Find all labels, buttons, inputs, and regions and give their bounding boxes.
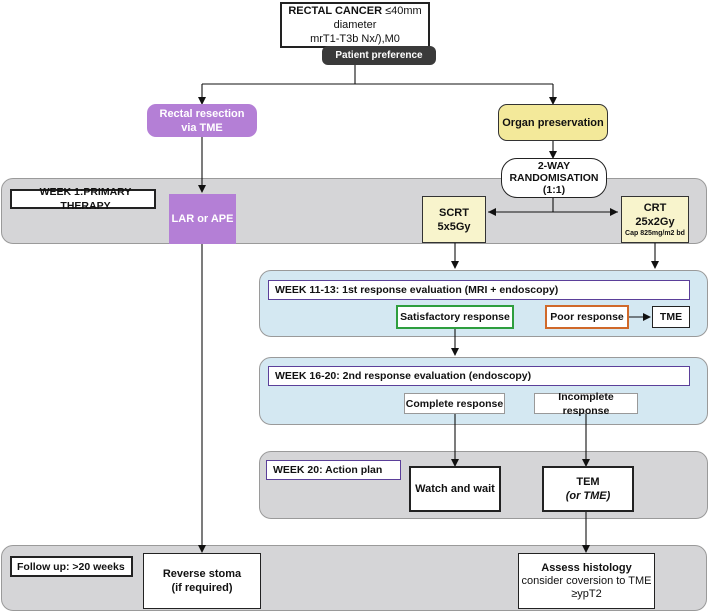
tme-box-week11: TME xyxy=(652,306,690,328)
assess-histology-box: Assess histology consider coversion to T… xyxy=(518,553,655,609)
satisfactory-response-box: Satisfactory response xyxy=(396,305,514,329)
week16-label: WEEK 16-20: 2nd response evaluation (end… xyxy=(268,366,690,386)
followup-label: Follow up: >20 weeks xyxy=(10,556,133,577)
tem-box: TEM (or TME) xyxy=(542,466,634,512)
crt-box: CRT 25x2Gy Cap 825mg/m2 bd xyxy=(621,196,689,243)
rectal-cancer-title: RECTAL CANCER ≤40mm diameter xyxy=(288,5,422,31)
complete-response-box: Complete response xyxy=(404,393,505,414)
week1-label: WEEK 1:PRIMARY THERAPY xyxy=(10,186,156,212)
week20-label: WEEK 20: Action plan xyxy=(266,460,401,480)
rectal-resection-box: Rectal resection via TME xyxy=(147,104,257,137)
watch-and-wait-box: Watch and wait xyxy=(409,466,501,512)
randomisation-box: 2-WAY RANDOMISATION (1:1) xyxy=(501,158,607,198)
rectal-cancer-staging: mrT1-T3b Nx/),M0 xyxy=(310,33,400,45)
rectal-cancer-box: RECTAL CANCER ≤40mm diameter mrT1-T3b Nx… xyxy=(280,2,430,48)
reverse-stoma-box: Reverse stoma (if required) xyxy=(143,553,261,609)
week11-label: WEEK 11-13: 1st response evaluation (MRI… xyxy=(268,280,690,300)
poor-response-box: Poor response xyxy=(545,305,629,329)
patient-preference-pill: Patient preference xyxy=(322,46,436,65)
scrt-box: SCRT 5x5Gy xyxy=(422,196,486,243)
incomplete-response-box: Incomplete response xyxy=(534,391,638,417)
lar-ape-box: LAR or APE xyxy=(169,194,236,244)
organ-preservation-box: Organ preservation xyxy=(498,104,608,141)
